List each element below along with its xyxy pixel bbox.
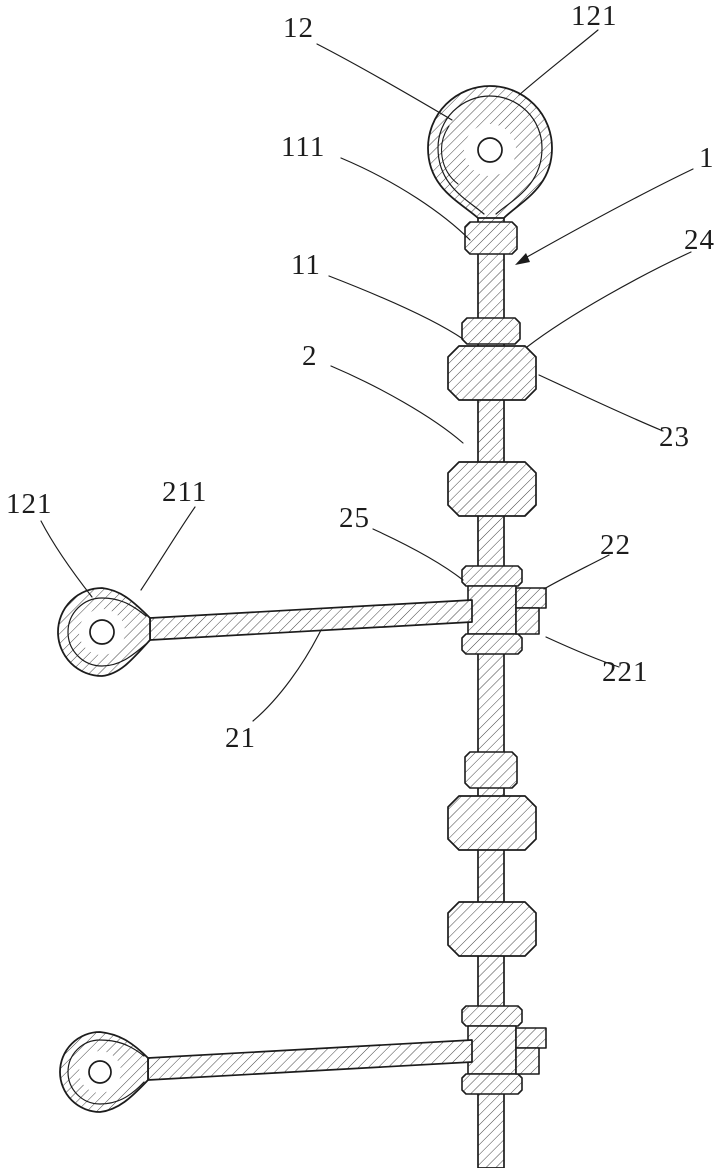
leader-21 — [252, 629, 322, 722]
leader-11 — [328, 275, 464, 340]
leader-24 — [526, 251, 692, 348]
leader-25 — [372, 528, 464, 581]
leader-23 — [538, 374, 664, 432]
leader-1 — [526, 168, 694, 258]
ref-label-121-left: 121 — [6, 488, 53, 520]
ref-label-121-top: 121 — [571, 0, 618, 32]
arm-lower-eyelet-inner-line — [67, 1039, 145, 1105]
arm-lower — [147, 1039, 473, 1081]
junction-lower-right-flange — [515, 1027, 547, 1049]
ref-label-1: 1 — [699, 142, 715, 174]
nut-upper-2 — [447, 461, 537, 517]
nut-upper-1 — [447, 345, 537, 401]
ref-label-211: 211 — [162, 476, 208, 508]
ref-label-21: 21 — [225, 722, 256, 754]
junction-upper-sleeve — [467, 585, 517, 635]
junction-lower-right-flange-lower — [515, 1047, 540, 1075]
ref-label-25: 25 — [339, 502, 370, 534]
arrowhead-1 — [515, 253, 530, 265]
leader-121-top — [518, 29, 599, 96]
ref-label-23: 23 — [659, 421, 690, 453]
junction-lower-sleeve — [467, 1025, 517, 1075]
junction-upper-right-flange-lower — [515, 607, 540, 635]
arm-lower-eyelet-hole — [88, 1060, 112, 1084]
leader-211 — [140, 506, 196, 591]
leader-12 — [316, 43, 453, 121]
junction-upper-top-flange — [461, 565, 523, 587]
nut-lower-1 — [447, 795, 537, 851]
leader-221 — [545, 636, 620, 668]
arm-upper-eyelet-inner-line — [67, 597, 147, 667]
ref-label-22: 22 — [600, 529, 631, 561]
junction-upper-right-flange — [515, 587, 547, 609]
leader-22 — [543, 554, 610, 590]
leader-2 — [330, 365, 464, 444]
junction-upper-bottom-flange — [461, 633, 523, 655]
ref-label-111: 111 — [281, 131, 326, 163]
ref-label-2: 2 — [302, 340, 318, 372]
arm-upper-eyelet-hole — [89, 619, 115, 645]
ref-label-24: 24 — [684, 224, 715, 256]
ref-label-12: 12 — [283, 12, 314, 44]
arm-upper — [149, 599, 473, 641]
ref-label-221: 221 — [602, 656, 649, 688]
junction-lower-bottom-flange — [461, 1073, 523, 1095]
leader-111 — [340, 157, 471, 241]
collar-upper-mid — [461, 317, 521, 345]
junction-lower-top-flange — [461, 1005, 523, 1027]
collar-lower-small — [464, 751, 518, 789]
top-eyelet-inner-line — [437, 95, 543, 215]
top-eyelet-hole — [477, 137, 503, 163]
top-eyelet-detail-arc — [441, 125, 459, 185]
collar-upper-small — [464, 221, 518, 255]
nut-lower-2 — [447, 901, 537, 957]
leader-121-left — [40, 520, 93, 598]
leader-lines — [40, 29, 694, 722]
ref-label-11: 11 — [291, 249, 321, 281]
